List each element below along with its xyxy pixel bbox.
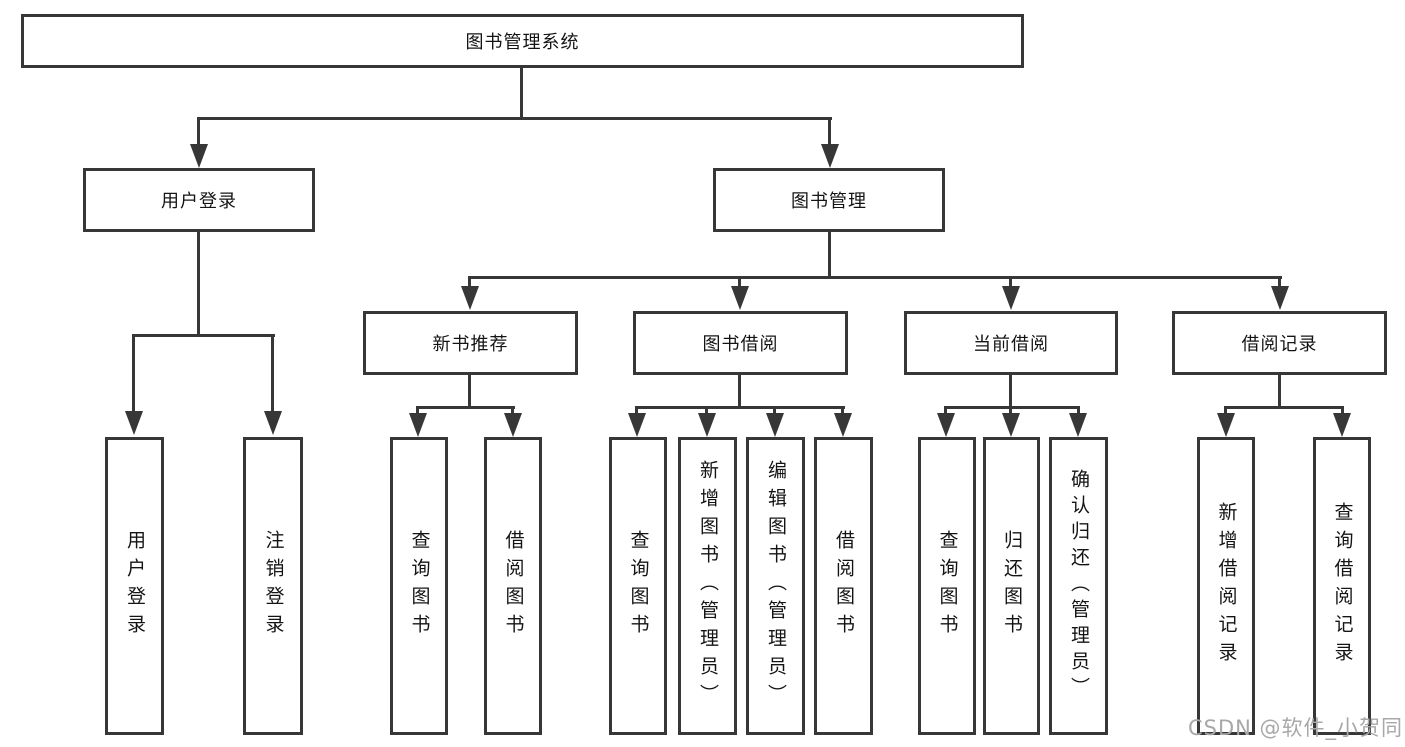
arrowhead-icon bbox=[766, 413, 784, 437]
leaf-query-books-borrowing: 查询图书 bbox=[609, 437, 667, 735]
arrowhead-icon bbox=[504, 413, 522, 437]
leaf-user-login: 用户登录 bbox=[105, 437, 164, 735]
connector-line bbox=[1224, 406, 1344, 409]
connector-line bbox=[132, 334, 275, 337]
arrowhead-icon bbox=[461, 286, 479, 310]
connector-line bbox=[1278, 276, 1281, 289]
connector-line bbox=[705, 406, 708, 416]
connector-line bbox=[511, 406, 514, 416]
leaf-logout: 注销登录 bbox=[243, 437, 303, 735]
arrowhead-icon bbox=[821, 144, 839, 168]
connector-line bbox=[635, 406, 845, 409]
leaf-borrow-books-recommend: 借阅图书 bbox=[484, 437, 542, 735]
node-label: 当前借阅 bbox=[973, 334, 1049, 355]
leaf-borrow-books: 借阅图书 bbox=[814, 437, 873, 735]
connector-line bbox=[944, 406, 1080, 409]
arrowhead-icon bbox=[1002, 413, 1020, 437]
arrowhead-icon bbox=[834, 413, 852, 437]
arrowhead-icon bbox=[937, 413, 955, 437]
connector-line bbox=[132, 334, 135, 413]
node-label: 借阅图书 bbox=[502, 530, 525, 642]
leaf-query-borrow-record: 查询借阅记录 bbox=[1313, 437, 1371, 735]
node-label: 新增图书（管理员） bbox=[697, 460, 719, 712]
csdn-watermark: CSDN @软件_小贺同学 bbox=[1188, 716, 1404, 747]
node-label: 用户登录 bbox=[124, 530, 146, 642]
connector-line bbox=[738, 375, 741, 407]
node-label: 确认归还（管理员） bbox=[1068, 469, 1090, 703]
connector-line bbox=[1077, 406, 1080, 416]
arrowhead-icon bbox=[1217, 413, 1235, 437]
connector-line bbox=[197, 117, 832, 120]
leaf-query-books-current: 查询图书 bbox=[918, 437, 976, 735]
arrowhead-icon bbox=[409, 413, 427, 437]
node-label: 借阅记录 bbox=[1241, 334, 1318, 355]
node-label: 用户登录 bbox=[161, 191, 237, 212]
connector-line bbox=[197, 232, 200, 335]
arrowhead-icon bbox=[264, 411, 282, 435]
connector-line bbox=[1278, 375, 1281, 407]
connector-line bbox=[944, 406, 947, 416]
leaf-add-borrow-record: 新增借阅记录 bbox=[1197, 437, 1255, 735]
arrowhead-icon bbox=[731, 286, 749, 310]
connector-line bbox=[1009, 375, 1012, 407]
leaf-confirm-return-admin: 确认归还（管理员） bbox=[1049, 437, 1108, 735]
connector-line bbox=[271, 334, 274, 413]
node-label: 查询图书 bbox=[936, 530, 959, 642]
connector-line bbox=[197, 117, 200, 147]
connector-line bbox=[828, 117, 831, 147]
node-label: 新增借阅记录 bbox=[1215, 502, 1238, 670]
connector-line bbox=[738, 276, 741, 289]
connector-line bbox=[773, 406, 776, 416]
node-new-book-recommend: 新书推荐 bbox=[363, 311, 578, 375]
node-label: 图书管理 bbox=[791, 191, 867, 212]
arrowhead-icon bbox=[1333, 413, 1351, 437]
arrowhead-icon bbox=[628, 413, 646, 437]
connector-line bbox=[468, 375, 471, 407]
connector-line bbox=[416, 406, 515, 409]
leaf-edit-book-admin: 编辑图书（管理员） bbox=[746, 437, 805, 735]
connector-line bbox=[1224, 406, 1227, 416]
node-label: 图书管理系统 bbox=[465, 32, 580, 53]
node-label: 注销登录 bbox=[262, 530, 285, 642]
connector-line bbox=[828, 232, 831, 277]
connector-line bbox=[468, 276, 471, 289]
leaf-add-book-admin: 新增图书（管理员） bbox=[678, 437, 737, 735]
arrowhead-icon bbox=[125, 411, 143, 435]
node-label: 查询借阅记录 bbox=[1331, 502, 1354, 670]
arrowhead-icon bbox=[190, 144, 208, 168]
connector-line bbox=[841, 406, 844, 416]
connector-line bbox=[635, 406, 638, 416]
connector-line bbox=[1009, 406, 1012, 416]
connector-line bbox=[520, 68, 523, 118]
leaf-return-book: 归还图书 bbox=[983, 437, 1040, 735]
node-borrowing-records: 借阅记录 bbox=[1172, 311, 1387, 375]
node-label: 新书推荐 bbox=[432, 334, 509, 355]
connector-line bbox=[416, 406, 419, 416]
arrowhead-icon bbox=[1002, 286, 1020, 310]
node-current-borrowing: 当前借阅 bbox=[904, 311, 1118, 375]
node-library-management-system: 图书管理系统 bbox=[21, 14, 1024, 68]
arrowhead-icon bbox=[698, 413, 716, 437]
node-book-borrowing: 图书借阅 bbox=[633, 311, 848, 375]
arrowhead-icon bbox=[1069, 413, 1087, 437]
node-label: 借阅图书 bbox=[833, 530, 855, 642]
node-label: 编辑图书（管理员） bbox=[765, 460, 787, 712]
node-label: 查询图书 bbox=[627, 530, 650, 642]
connector-line bbox=[1341, 406, 1344, 416]
connector-line bbox=[1009, 276, 1012, 289]
arrowhead-icon bbox=[1271, 286, 1289, 310]
node-label: 图书借阅 bbox=[702, 334, 779, 355]
node-user-login: 用户登录 bbox=[83, 168, 315, 232]
node-book-management: 图书管理 bbox=[713, 168, 945, 232]
leaf-query-books-recommend: 查询图书 bbox=[390, 437, 448, 735]
connector-line bbox=[468, 276, 1282, 279]
node-label: 归还图书 bbox=[1001, 530, 1023, 642]
node-label: 查询图书 bbox=[408, 530, 431, 642]
